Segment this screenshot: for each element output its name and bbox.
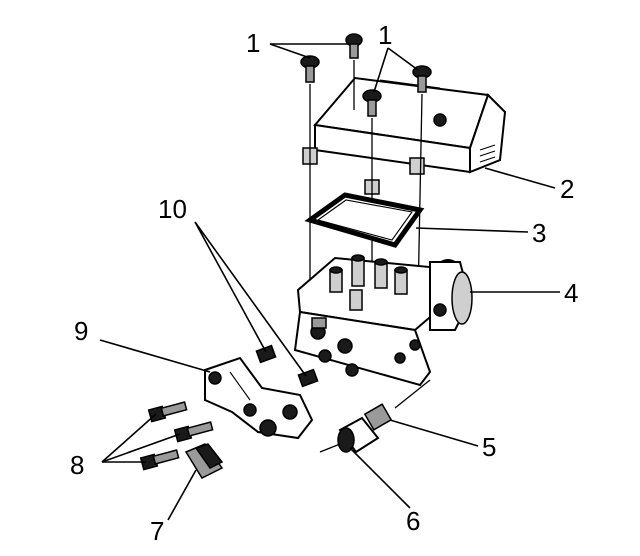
callout-6: 6 <box>406 506 420 536</box>
leader-lines <box>99 43 560 521</box>
cover <box>302 76 507 195</box>
callout-9: 9 <box>74 316 88 346</box>
gasket <box>304 192 425 248</box>
callout-10: 10 <box>158 194 187 224</box>
plug-10a <box>255 344 277 364</box>
bolt-8b <box>173 421 214 443</box>
housing <box>293 254 473 387</box>
callout-1b: 1 <box>378 20 392 50</box>
bolt-8a <box>147 401 188 423</box>
callout-3: 3 <box>532 218 546 248</box>
callout-8: 8 <box>70 450 84 480</box>
bolt-8c <box>139 449 180 471</box>
plug-10b <box>297 368 319 388</box>
valve-block <box>204 356 314 440</box>
connector-7 <box>184 443 224 479</box>
callout-5: 5 <box>482 432 496 462</box>
callout-4: 4 <box>564 278 578 308</box>
sensor <box>319 379 431 454</box>
screw-1c <box>362 89 382 117</box>
callout-2: 2 <box>560 174 574 204</box>
screw-1a <box>300 55 320 83</box>
screw-1d <box>412 65 432 93</box>
screw-1b <box>345 33 363 59</box>
callout-1a: 1 <box>246 28 260 58</box>
callout-7: 7 <box>150 516 164 546</box>
